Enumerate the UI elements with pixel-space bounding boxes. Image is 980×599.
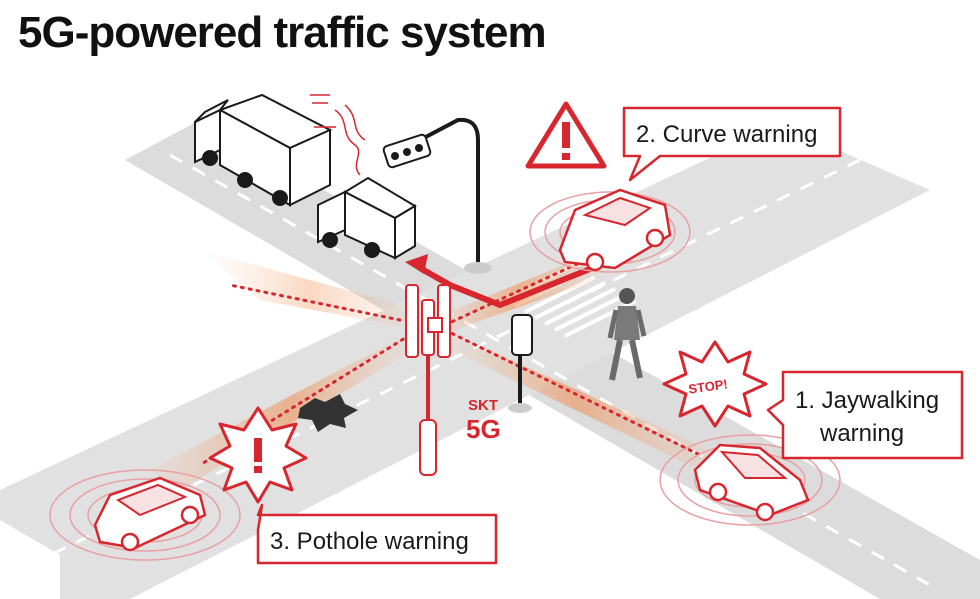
warning-triangle-icon xyxy=(525,101,607,169)
jaywalking-warning-line2: warning xyxy=(819,420,904,447)
callout-jaywalking-warning: 1. Jaywalking warning xyxy=(766,370,964,460)
car-pothole xyxy=(49,469,241,561)
tower-network: 5G xyxy=(466,414,501,444)
callout-pothole-warning: 3. Pothole warning xyxy=(256,503,498,565)
pedestrian-figure xyxy=(607,288,647,381)
pothole xyxy=(298,394,358,432)
callout-curve-warning: 2. Curve warning xyxy=(622,106,842,182)
stop-sign-text: STOP! xyxy=(687,376,728,396)
exhaust-lines xyxy=(310,94,366,176)
curve-warning-label: 2. Curve warning xyxy=(636,121,817,148)
pothole-warning-label: 3. Pothole warning xyxy=(270,528,469,555)
beam-to-jaywalk-car xyxy=(430,325,720,470)
beam-to-curve-car xyxy=(430,250,610,335)
jaywalking-warning-line1: 1. Jaywalking xyxy=(795,387,939,414)
traffic-light xyxy=(382,117,492,274)
beam-to-north xyxy=(200,250,420,330)
truck-large xyxy=(194,93,333,207)
signal-beams xyxy=(150,250,720,490)
tower-brand: SKT xyxy=(468,397,498,414)
truck-small xyxy=(317,176,417,260)
car-jaywalking xyxy=(659,434,841,526)
route-arrow xyxy=(405,254,602,308)
page-title: 5G-powered traffic system xyxy=(18,8,547,57)
warning-burst-icon xyxy=(208,406,308,504)
car-curve xyxy=(529,188,691,273)
cell-tower-5g: SKT 5G xyxy=(405,284,501,476)
pedestrian-signal xyxy=(508,314,533,413)
stop-burst-icon: STOP! xyxy=(662,340,768,428)
